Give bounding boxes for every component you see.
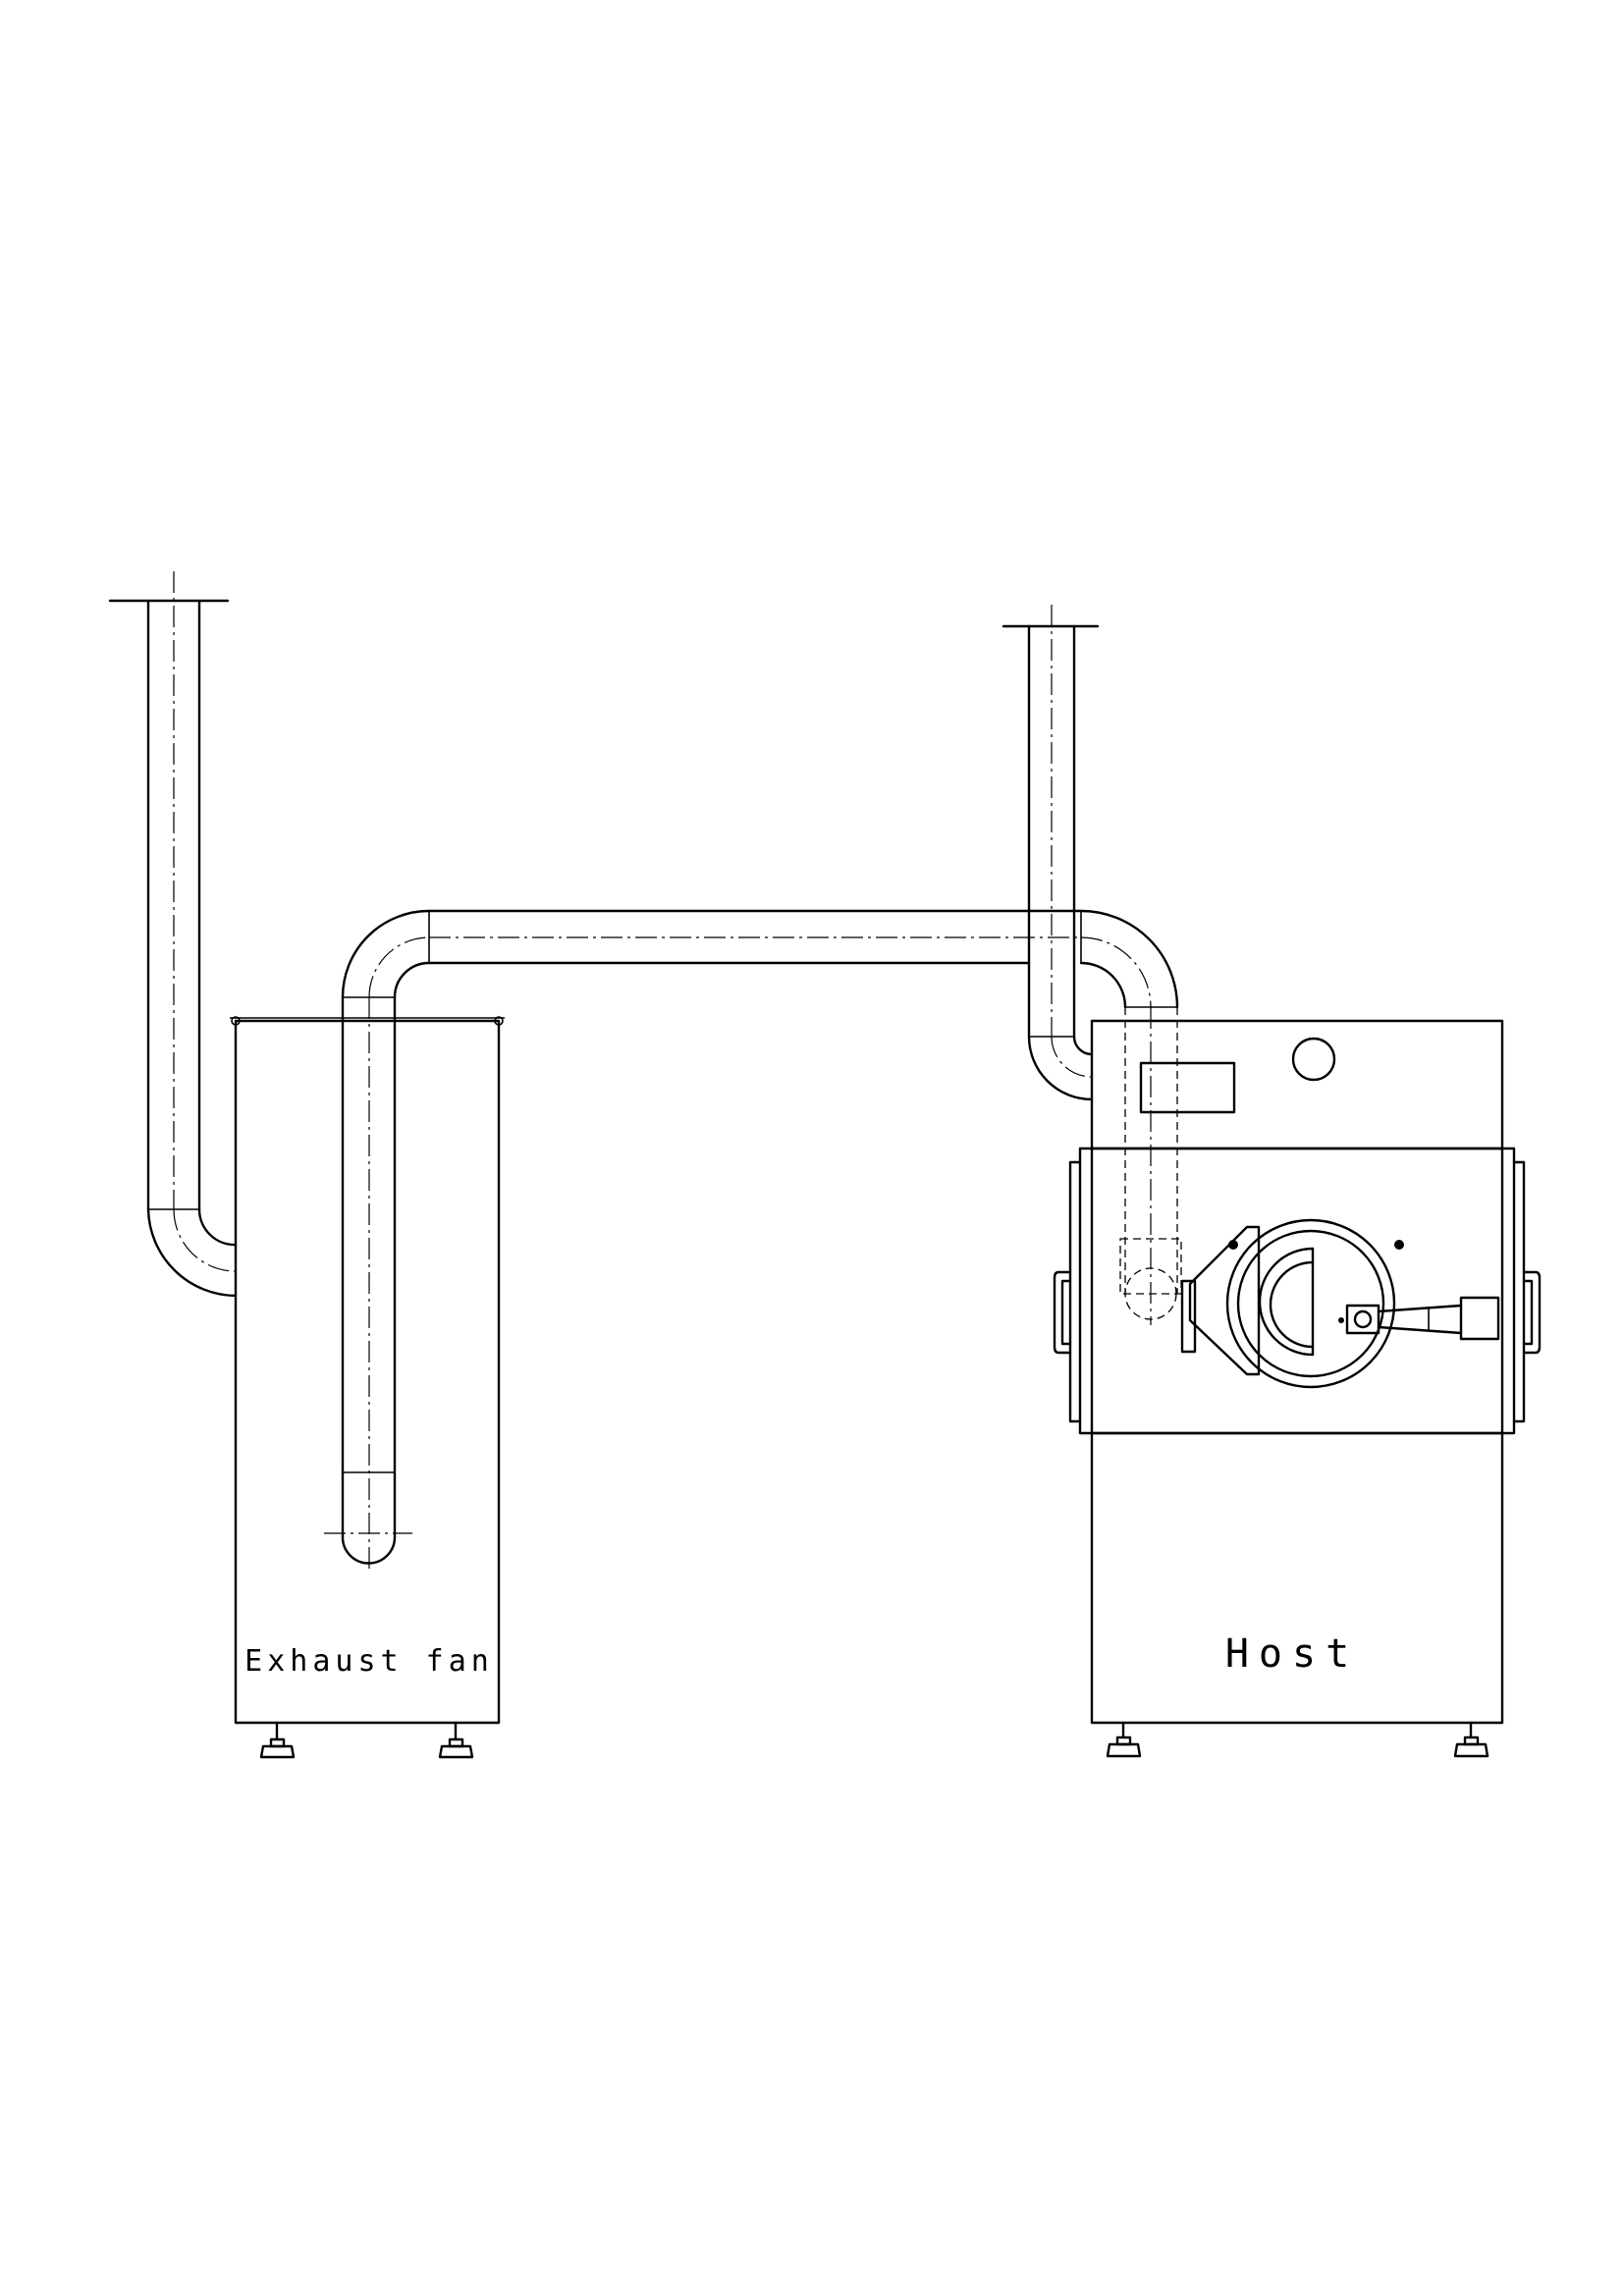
- host-foot-left: [1106, 1721, 1142, 1758]
- fan-foot-left: [259, 1721, 296, 1759]
- host-drum-section: [1078, 1147, 1516, 1435]
- left-handle: [1053, 1270, 1072, 1355]
- control-panel-display: [1139, 1061, 1236, 1114]
- exhaust-fan-cabinet: Exhaust fan: [230, 1016, 505, 1759]
- right-inlet-stack: [1001, 605, 1100, 1101]
- drum-door: [1180, 1218, 1500, 1389]
- fan-foot-right: [438, 1721, 474, 1759]
- right-handle: [1522, 1270, 1542, 1355]
- host-top-section: [1090, 1019, 1504, 1150]
- left-exhaust-stack: [108, 571, 238, 1298]
- emergency-stop-button: [1291, 1037, 1336, 1082]
- host-label: Host: [1225, 1631, 1359, 1677]
- host-machine: Host: [1053, 1019, 1542, 1758]
- connecting-duct: [324, 909, 1182, 1571]
- host-base-section: [1090, 1431, 1504, 1725]
- exhaust-fan-label: Exhaust fan: [244, 1644, 494, 1679]
- host-foot-right: [1453, 1721, 1489, 1758]
